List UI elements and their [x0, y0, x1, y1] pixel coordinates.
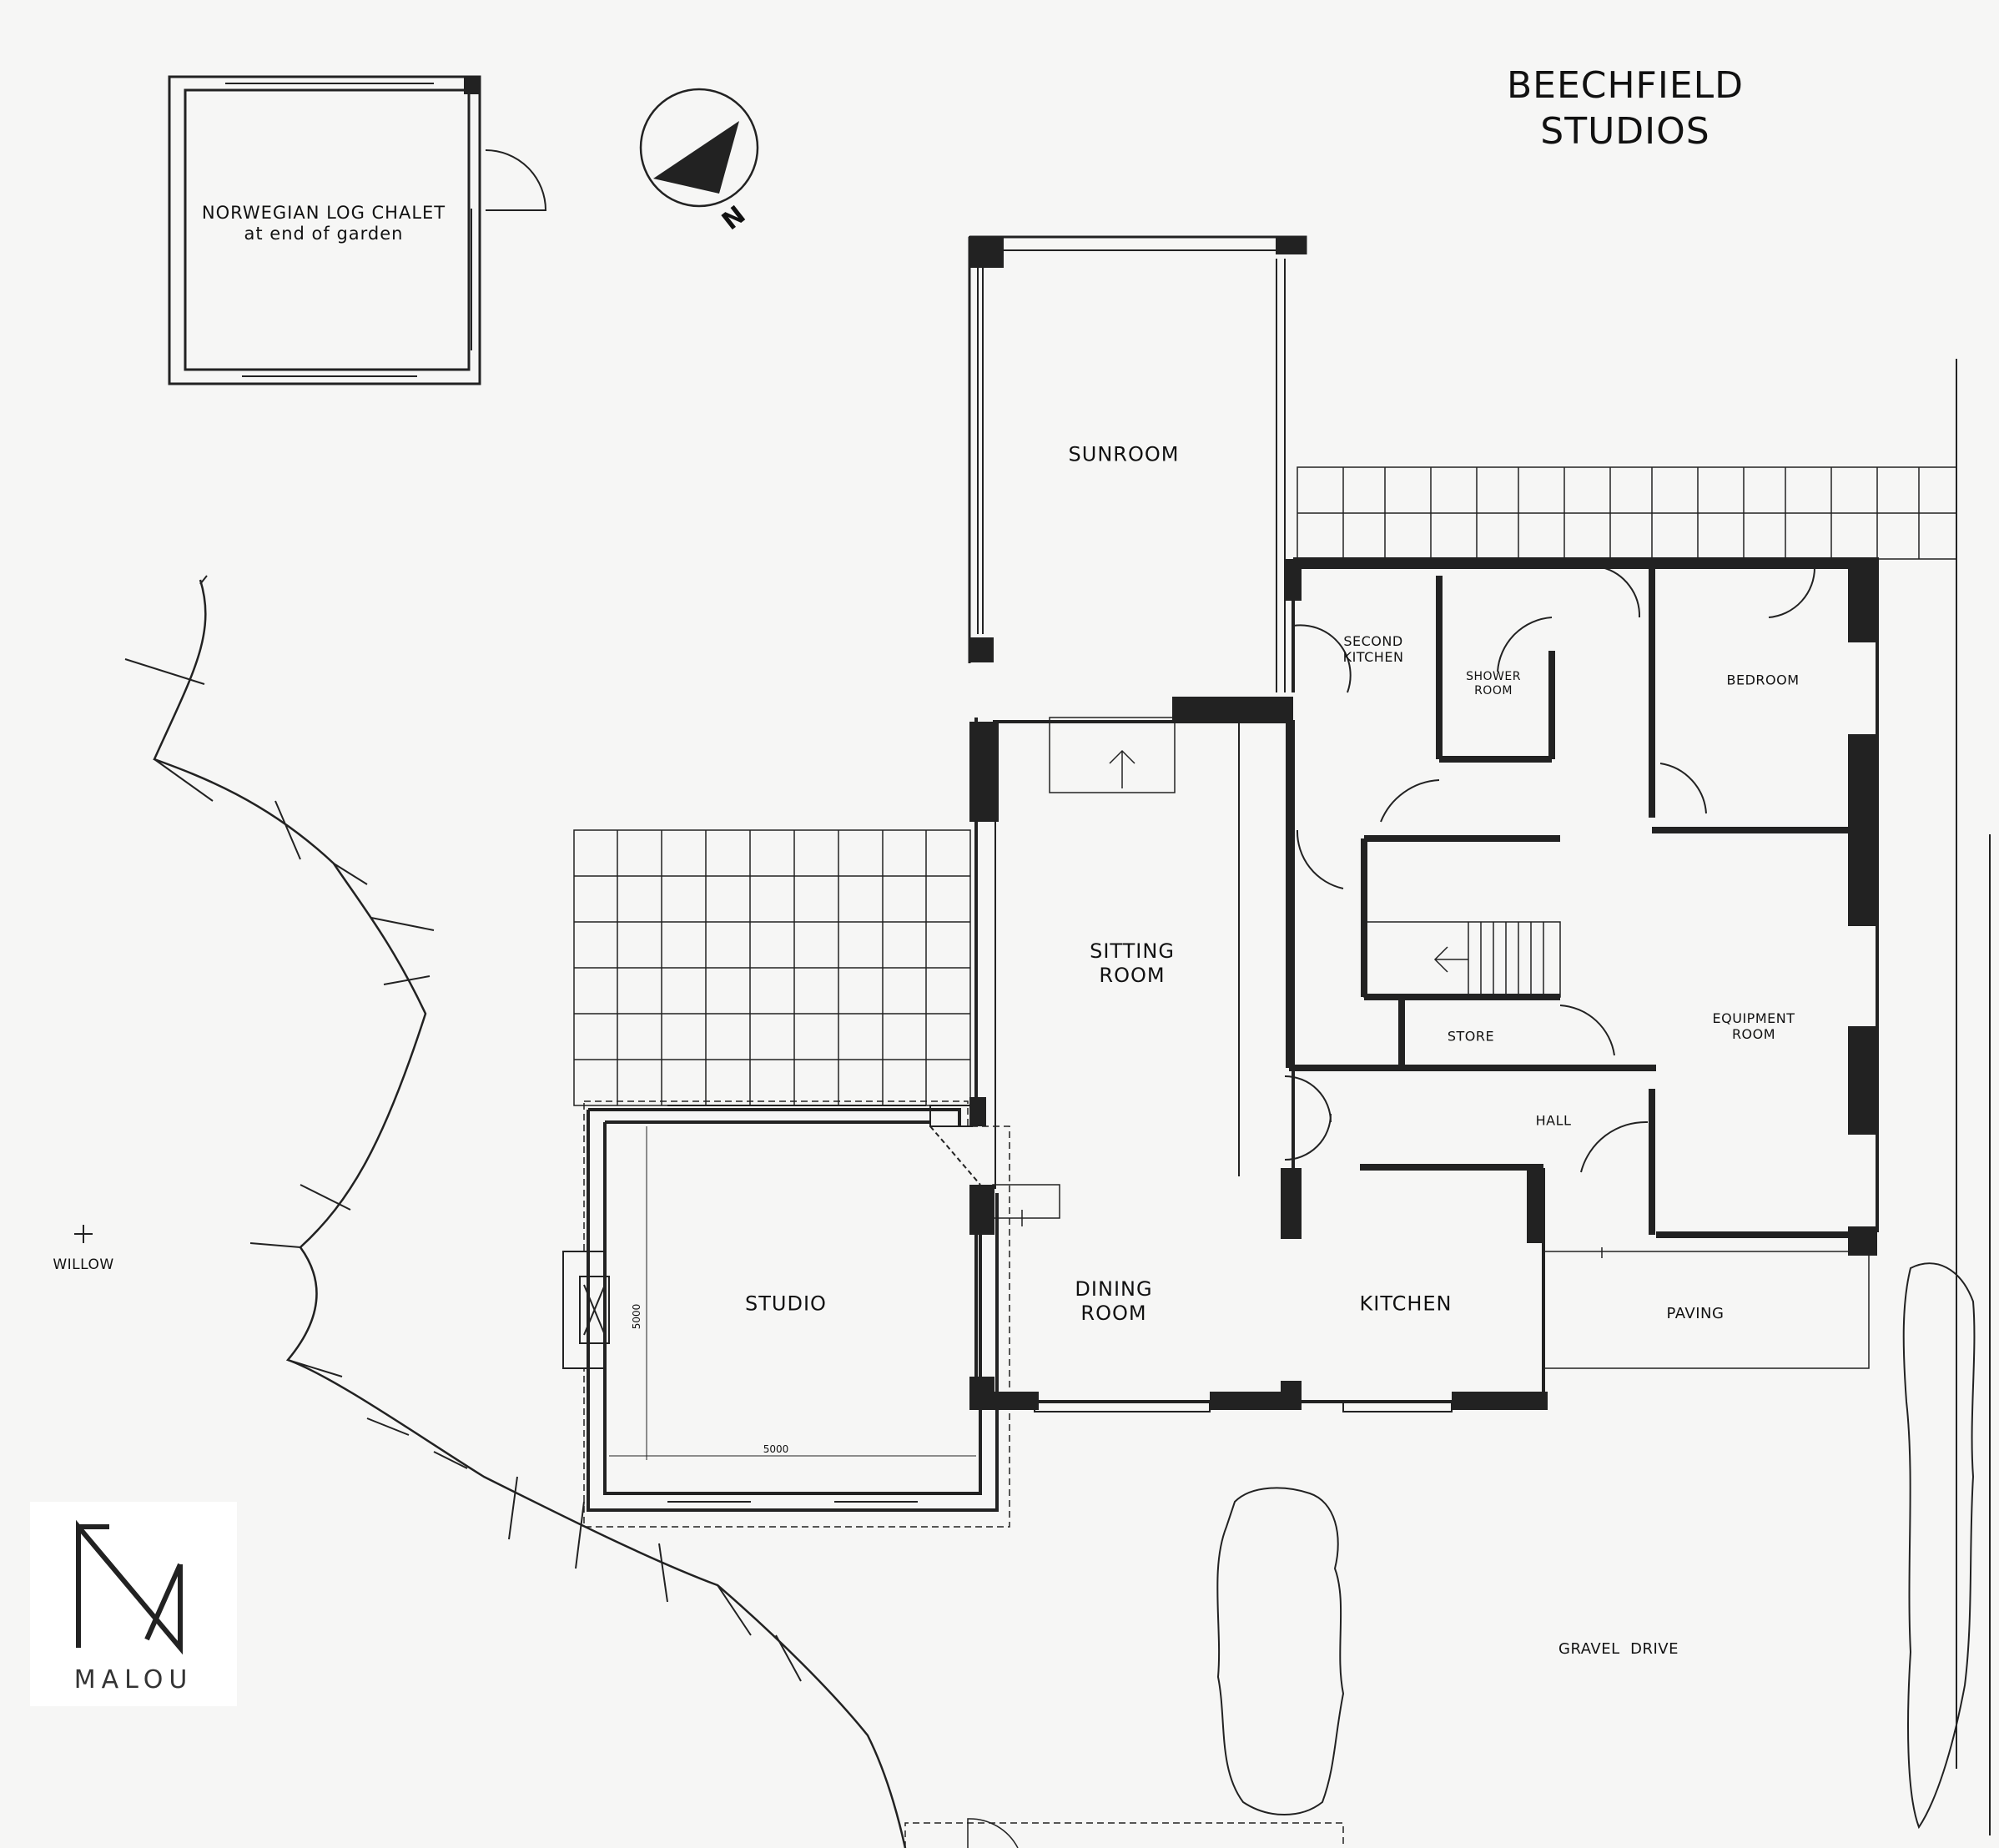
shower-room-line-1: SHOWER [1466, 670, 1521, 684]
door-swings [1284, 566, 1816, 1173]
room-label-second-kitchen: SECOND KITCHEN [1343, 633, 1404, 665]
page-title: BEECHFIELD STUDIOS [1507, 63, 1744, 154]
equipment-room-line-1: EQUIPMENT [1712, 1010, 1795, 1026]
studio-depth-dimension: 5000 [630, 1303, 642, 1330]
equipment-room-line-2: ROOM [1731, 1026, 1776, 1042]
room-label-store: STORE [1447, 1028, 1495, 1045]
room-label-kitchen: KITCHEN [1359, 1292, 1453, 1316]
room-label-studio: STUDIO [745, 1292, 827, 1316]
title-line-1: BEECHFIELD [1506, 64, 1745, 107]
chalet-outline [168, 75, 547, 385]
sunroom-outline [968, 235, 1307, 692]
willow-marker-icon [74, 1225, 93, 1243]
second-kitchen-line-2: KITCHEN [1342, 649, 1404, 665]
hedge-right [1902, 1262, 1976, 1830]
stairs [992, 717, 1561, 1226]
title-line-2: STUDIOS [1540, 110, 1710, 153]
dining-room-line-1: DINING [1075, 1277, 1153, 1302]
room-label-bedroom: BEDROOM [1726, 672, 1800, 688]
room-label-dining-room: DINING ROOM [1075, 1277, 1152, 1326]
boundary-lines [1956, 359, 1991, 1835]
room-label-equipment-room: EQUIPMENT ROOM [1713, 1010, 1795, 1042]
room-label-hall: HALL [1535, 1112, 1572, 1129]
tree-line [153, 579, 907, 1848]
room-label-gravel-drive: GRAVEL DRIVE [1558, 1640, 1679, 1659]
paving-outline [1543, 1247, 1870, 1369]
malou-logo-icon: MALOU [30, 1502, 237, 1706]
studio-width-dimension: 5000 [763, 1443, 789, 1455]
chalet-label-line-2: at end of garden [244, 224, 404, 244]
chalet-label: NORWEGIAN LOG CHALET at end of garden [202, 203, 446, 244]
room-label-paving: PAVING [1666, 1305, 1725, 1323]
room-label-sunroom: SUNROOM [1068, 442, 1180, 466]
chalet-label-line-1: NORWEGIAN LOG CHALET [201, 202, 446, 223]
sitting-room-line-1: SITTING [1090, 939, 1175, 964]
shower-room-line-2: ROOM [1474, 684, 1513, 697]
room-label-shower-room: SHOWER ROOM [1466, 670, 1521, 698]
dining-room-line-2: ROOM [1080, 1302, 1147, 1325]
patio-top-grid [1297, 466, 1957, 560]
hedge-left [1216, 1487, 1345, 1815]
compass-icon [639, 88, 759, 208]
willow-label: WILLOW [53, 1256, 114, 1273]
bottom-building-fragment [904, 1822, 1344, 1848]
logo-word: MALOU [74, 1665, 194, 1694]
patio-left-grid [573, 829, 971, 1106]
sitting-room-line-2: ROOM [1099, 964, 1166, 987]
room-label-sitting-room: SITTING ROOM [1090, 939, 1175, 988]
wall-blocks [969, 559, 1877, 1410]
studio-outline [562, 1100, 1453, 1528]
tree-line-spikes [124, 575, 802, 1682]
second-kitchen-line-1: SECOND [1343, 632, 1403, 649]
